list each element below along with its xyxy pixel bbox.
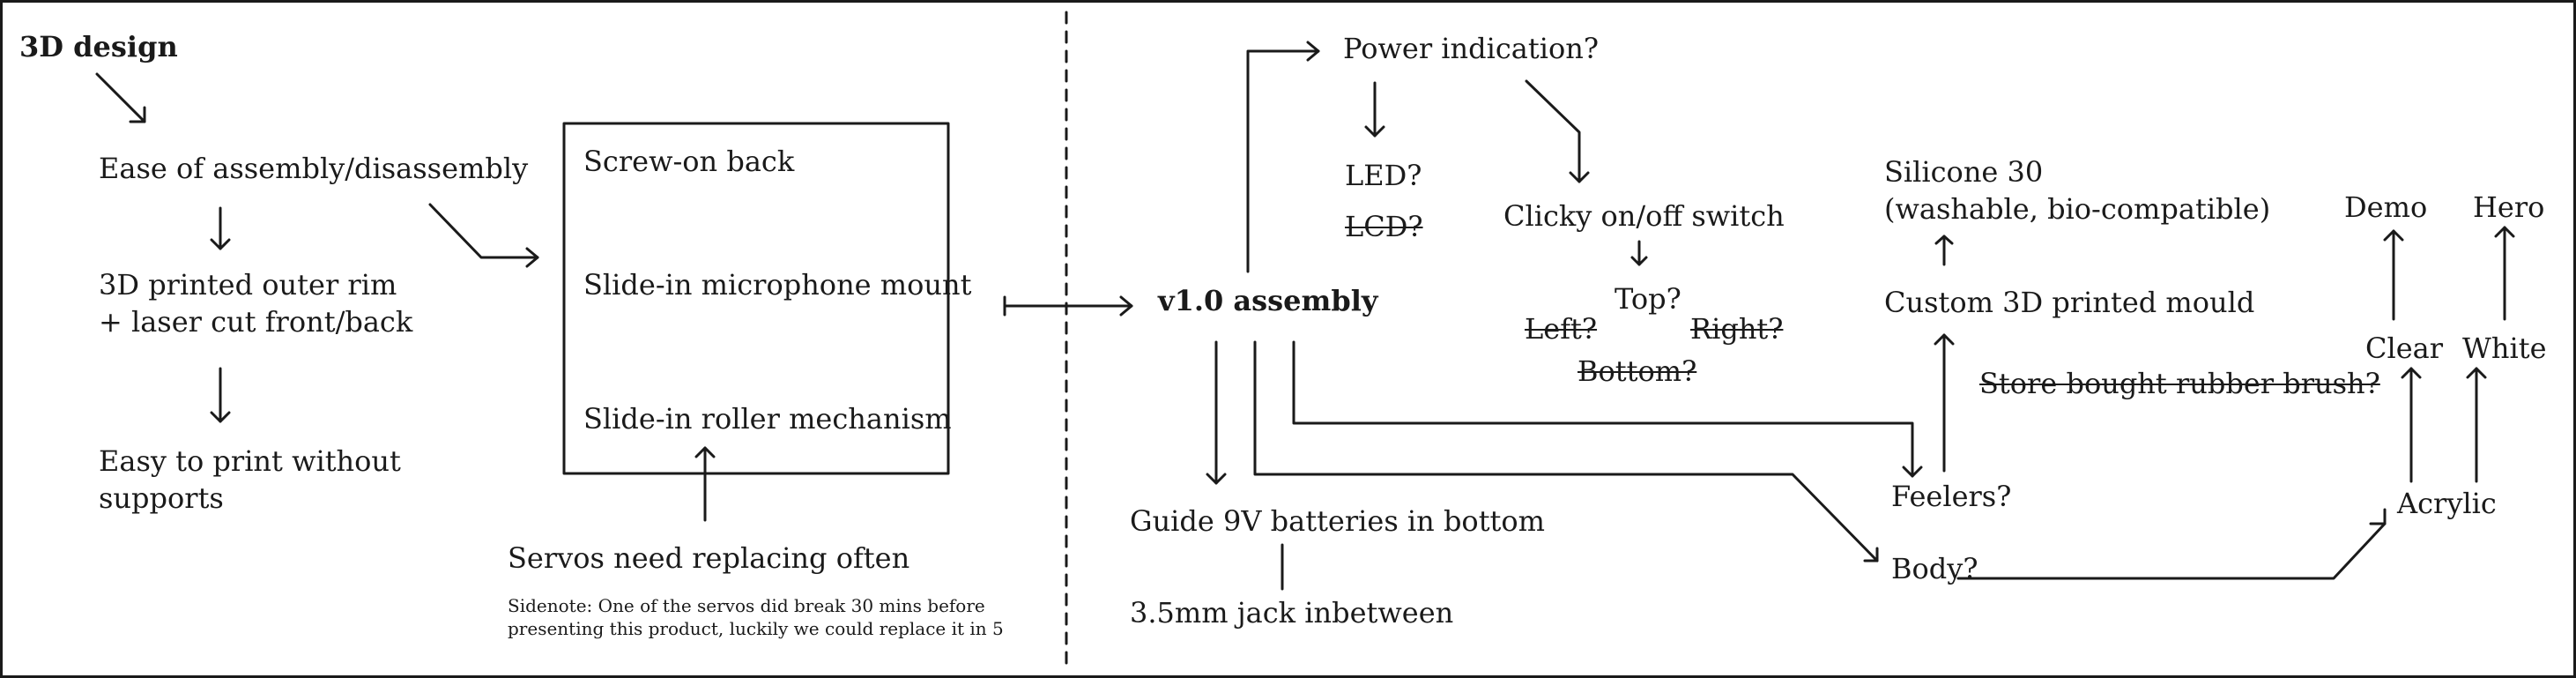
arrow-ease-to-rim bbox=[210, 206, 231, 250]
arrow-servos-to-box bbox=[694, 446, 716, 522]
arrow-assembly-to-feelers bbox=[1292, 340, 1923, 478]
node-custom-mould: Custom 3D printed mould bbox=[1884, 286, 2255, 319]
node-ease-of-assembly: Ease of assembly/disassembly bbox=[99, 152, 529, 185]
node-servos-replacing: Servos need replacing often bbox=[508, 541, 910, 575]
box-item-roller-mechanism: Slide-in roller mechanism bbox=[583, 402, 952, 436]
arrow-assembly-to-power bbox=[1246, 41, 1320, 273]
option-left-rejected: Left? bbox=[1525, 312, 1598, 346]
sidenote-line-2: presenting this product, luckily we coul… bbox=[508, 618, 1004, 639]
node-3d-design: 3D design bbox=[19, 30, 178, 63]
node-jack-inbetween: 3.5mm jack inbetween bbox=[1130, 596, 1454, 630]
node-guide-batteries: Guide 9V batteries in bottom bbox=[1130, 504, 1546, 538]
arrow-clicky-to-top bbox=[1630, 240, 1648, 266]
node-silicone-line-1: Silicone 30 bbox=[1884, 155, 2044, 189]
node-clicky-switch: Clicky on/off switch bbox=[1503, 199, 1785, 233]
node-acrylic: Acrylic bbox=[2397, 487, 2497, 520]
arrow-body-to-acrylic bbox=[1956, 508, 2387, 580]
arrow-assembly-to-body bbox=[1253, 340, 1879, 563]
option-led: LED? bbox=[1345, 159, 1422, 192]
arrow-box-to-assembly bbox=[1003, 295, 1133, 317]
node-v1-assembly: v1.0 assembly bbox=[1158, 284, 1378, 317]
node-easy-print-line-2: supports bbox=[99, 481, 224, 515]
node-outer-rim-line-1: 3D printed outer rim bbox=[99, 268, 397, 302]
node-outer-rim-line-2: + laser cut front/back bbox=[99, 305, 413, 339]
arrow-white-to-hero bbox=[2494, 226, 2515, 321]
node-silicone-line-2: (washable, bio-compatible) bbox=[1884, 192, 2271, 226]
assembly-features-box bbox=[562, 122, 950, 475]
box-item-microphone-mount: Slide-in microphone mount bbox=[583, 268, 972, 302]
node-body: Body? bbox=[1891, 552, 1978, 585]
arrow-assembly-to-guide bbox=[1206, 340, 1227, 485]
sidenote-line-1: Sidenote: One of the servos did break 30… bbox=[508, 595, 985, 616]
arrow-design-to-ease bbox=[95, 72, 146, 123]
arrow-rim-to-print bbox=[210, 367, 231, 423]
arrow-feelers-to-mould bbox=[1934, 333, 1955, 473]
arrow-ease-to-box bbox=[428, 203, 539, 268]
arrow-power-to-clicky bbox=[1525, 79, 1590, 183]
option-lcd-rejected: LCD? bbox=[1345, 210, 1423, 243]
node-demo: Demo bbox=[2344, 190, 2428, 224]
arrow-mould-to-silicone bbox=[1934, 235, 1954, 266]
option-bottom-rejected: Bottom? bbox=[1578, 354, 1697, 388]
arrow-clear-to-demo bbox=[2383, 229, 2404, 321]
arrow-power-to-led bbox=[1364, 81, 1385, 138]
arrow-acrylic-to-clear bbox=[2401, 367, 2422, 483]
box-item-screw-on-back: Screw-on back bbox=[583, 145, 795, 178]
node-easy-print-line-1: Easy to print without bbox=[99, 444, 401, 478]
option-top: Top? bbox=[1615, 282, 1681, 316]
arrow-acrylic-to-white bbox=[2466, 367, 2487, 483]
node-feelers: Feelers? bbox=[1891, 480, 2012, 513]
node-clear: Clear bbox=[2365, 332, 2444, 365]
node-power-indication: Power indication? bbox=[1343, 32, 1599, 65]
option-right-rejected: Right? bbox=[1690, 312, 1784, 346]
node-hero: Hero bbox=[2473, 190, 2545, 224]
node-white: White bbox=[2462, 332, 2547, 365]
option-store-brush-rejected: Store bought rubber brush? bbox=[1979, 367, 2380, 400]
